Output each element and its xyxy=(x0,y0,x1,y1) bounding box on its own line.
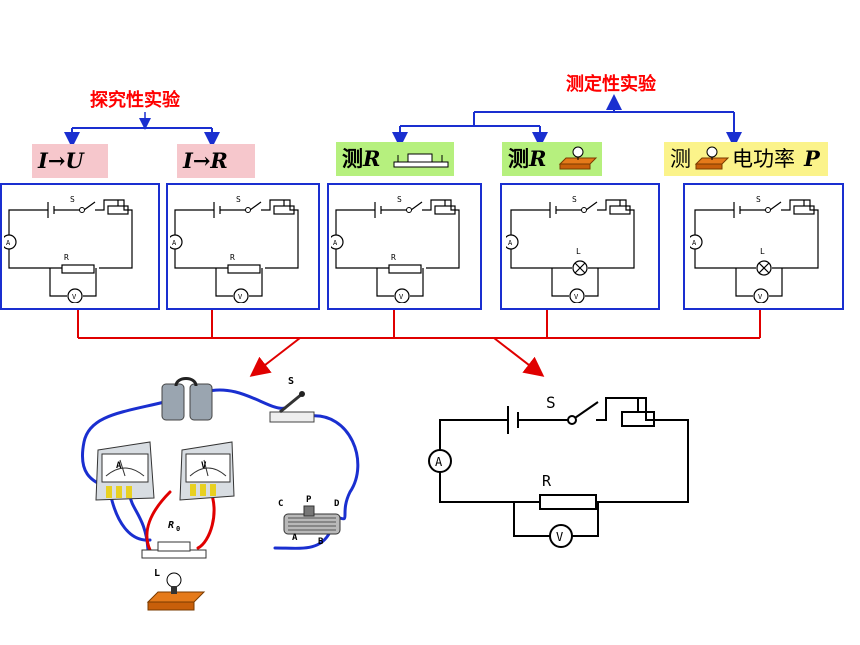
circuit-box-3 xyxy=(327,183,482,310)
lamp-symbol xyxy=(572,260,588,276)
switch-label: S xyxy=(572,195,577,204)
rheostat-p: P xyxy=(306,495,312,505)
label-i-u-text: I→U xyxy=(38,148,84,173)
circuit-schematic-5: S L A V xyxy=(690,195,819,303)
circuit-schematic-3: S R A V xyxy=(331,195,460,303)
label-measure-prefix-2: 测 xyxy=(508,146,529,171)
physical-ammeter-label: A xyxy=(116,461,122,471)
ammeter-device-icon xyxy=(95,441,155,501)
label-measure-r-2: R xyxy=(529,146,547,171)
lamp-board-device-icon xyxy=(146,572,206,611)
lamp-board-icon-2 xyxy=(694,146,730,170)
large-switch-label: S xyxy=(546,393,556,412)
lamp-board-icon xyxy=(558,146,598,170)
label-power-symbol: P xyxy=(804,146,820,171)
switch-label: S xyxy=(236,195,241,204)
switch-label: S xyxy=(397,195,402,204)
ammeter-label: A xyxy=(172,239,177,247)
measure-heading: 测定性实验 xyxy=(566,74,656,95)
label-power-prefix: 测 xyxy=(670,147,691,171)
load-label: L xyxy=(576,247,581,256)
voltmeter-label: V xyxy=(758,293,763,301)
label-measure-r: R xyxy=(363,146,381,171)
large-ammeter-label: A xyxy=(435,455,443,469)
ammeter-label: A xyxy=(508,239,513,247)
voltmeter-label: V xyxy=(399,293,404,301)
knife-switch-icon xyxy=(269,391,315,423)
label-i-r-text: I→R xyxy=(183,148,228,173)
battery-icon xyxy=(161,377,213,421)
rheostat-a: A xyxy=(292,533,298,543)
rheostat-icon xyxy=(283,505,341,535)
circuit-box-4 xyxy=(500,183,660,310)
label-measure-r-resistor: 测R xyxy=(336,142,454,176)
label-power-text: 电功率 xyxy=(732,147,795,171)
physical-resistor-label: R xyxy=(168,520,174,531)
label-measure-prefix: 测 xyxy=(342,146,363,171)
circuit-box-1 xyxy=(0,183,160,310)
rheostat-d: D xyxy=(334,499,340,509)
label-measure-power: 测 电功率 P xyxy=(664,142,828,176)
circuit-schematic-1: S R A V xyxy=(4,195,133,303)
load-label: R xyxy=(64,253,69,262)
lamp-symbol xyxy=(756,260,772,276)
explore-heading: 探究性实验 xyxy=(90,90,180,111)
voltmeter-label: V xyxy=(238,293,243,301)
heading-connectors xyxy=(64,94,742,148)
label-i-r: I→R xyxy=(177,144,255,178)
large-voltmeter-label: V xyxy=(556,530,563,544)
label-i-u: I→U xyxy=(32,144,108,178)
ammeter-label: A xyxy=(333,239,338,247)
label-measure-r-lamp: 测R xyxy=(502,142,602,176)
voltmeter-label: V xyxy=(574,293,579,301)
large-schematic: S R A V xyxy=(428,393,689,548)
resistor-device-icon xyxy=(141,541,207,559)
large-resistor-label: R xyxy=(542,472,552,490)
rheostat-c: C xyxy=(278,499,283,509)
red-connector xyxy=(77,310,761,377)
physical-switch-label: S xyxy=(288,376,294,387)
circuit-schematic-4: S L A V xyxy=(506,195,635,303)
physical-voltmeter-label: V xyxy=(201,461,207,471)
load-label: L xyxy=(760,247,765,256)
switch-label: S xyxy=(70,195,75,204)
rheostat-b: B xyxy=(318,537,324,547)
circuit-schematic-2: S R A V xyxy=(170,195,299,303)
voltmeter-label: V xyxy=(72,293,77,301)
physical-lamp-label: L xyxy=(154,568,160,579)
load-label: R xyxy=(230,253,235,262)
load-label: R xyxy=(391,253,396,262)
resistor-board-icon xyxy=(393,153,449,168)
ammeter-label: A xyxy=(692,239,697,247)
switch-label: S xyxy=(756,195,761,204)
ammeter-label: A xyxy=(6,239,11,247)
physical-circuit: S A V R 0 C P D A B L xyxy=(81,376,360,611)
voltmeter-device-icon xyxy=(179,441,235,501)
physical-resistor-sub: 0 xyxy=(176,525,180,533)
